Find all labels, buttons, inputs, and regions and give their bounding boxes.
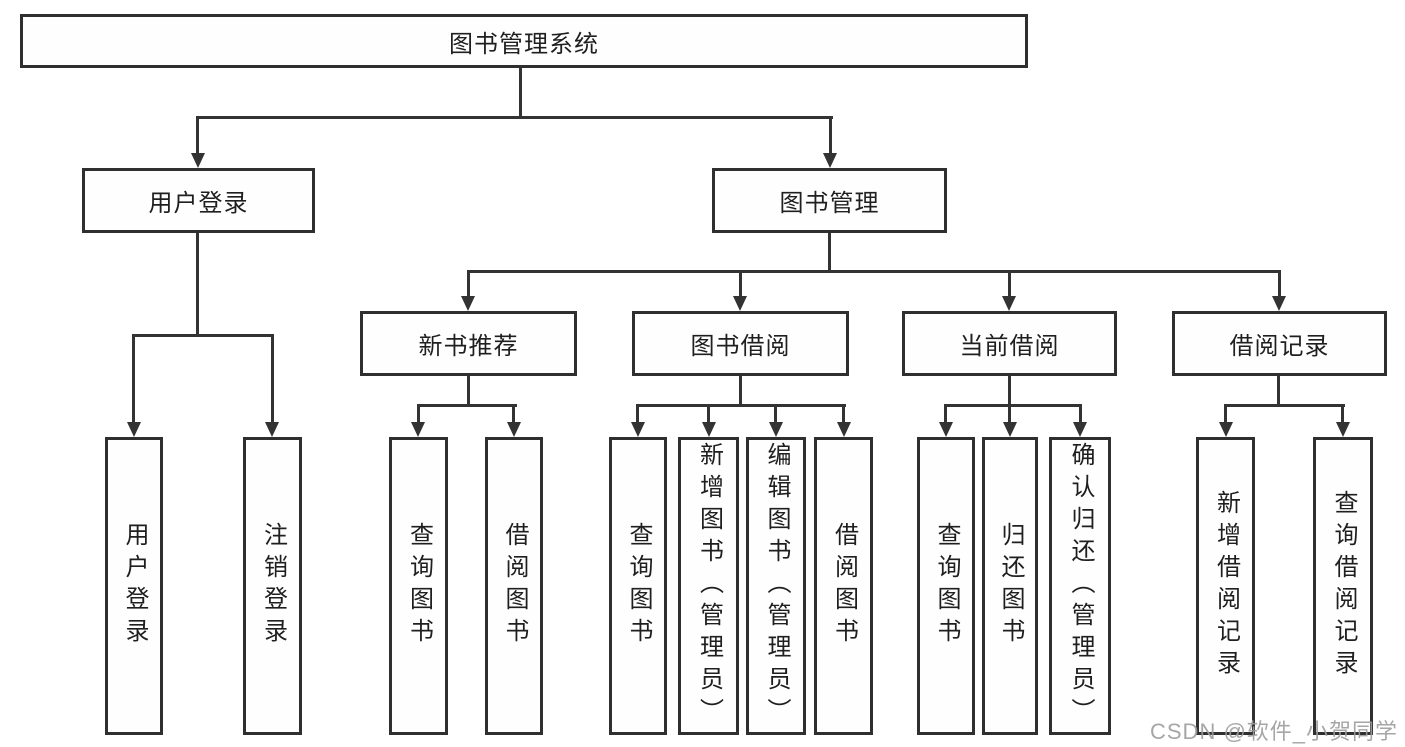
connector-line [1224, 404, 1345, 407]
arrow-down-icon [1336, 422, 1350, 437]
node-new-book-recommend: 新书推荐 [360, 311, 577, 376]
leaf-query-books: 查询图书 [609, 437, 667, 735]
connector-line [774, 404, 777, 425]
leaf-borrow-books: 借阅图书 [485, 437, 543, 735]
connector-line [1224, 404, 1227, 425]
connector-line [519, 68, 522, 119]
connector-line [132, 334, 135, 425]
connector-line [271, 334, 274, 425]
arrow-down-icon [265, 422, 279, 437]
connector-line [944, 404, 947, 425]
node-book-borrowing: 图书借阅 [632, 311, 849, 376]
arrow-down-icon [823, 153, 837, 168]
leaf-add-borrow-record: 新增借阅记录 [1196, 437, 1255, 735]
leaf-query-books: 查询图书 [389, 437, 448, 735]
arrow-down-icon [1002, 296, 1016, 311]
node-current-borrowing: 当前借阅 [902, 311, 1117, 376]
leaf-label: 新增借阅记录 [1212, 490, 1240, 682]
connector-line [636, 404, 639, 425]
leaf-label: 查询图书 [405, 522, 433, 650]
leaf-label: 归还图书 [997, 522, 1024, 650]
leaf-label: 注销登录 [259, 522, 287, 650]
arrow-down-icon [127, 422, 141, 437]
leaf-label: 借阅图书 [830, 522, 858, 650]
connector-line [196, 233, 199, 337]
leaf-label: 查询图书 [933, 522, 960, 650]
connector-line [1079, 404, 1082, 425]
connector-line [196, 116, 833, 119]
node-book-management: 图书管理 [712, 168, 947, 233]
connector-line [1008, 270, 1011, 299]
leaf-query-borrow-record: 查询借阅记录 [1313, 437, 1373, 735]
connector-line [1008, 376, 1011, 407]
connector-line [512, 404, 515, 425]
connector-line [828, 233, 831, 273]
arrow-down-icon [191, 153, 205, 168]
leaf-add-book-admin: 新增图书（管理员） [678, 437, 739, 735]
connector-line [467, 376, 470, 407]
connector-line [467, 270, 1281, 273]
connector-line [739, 376, 742, 407]
node-library-system: 图书管理系统 [20, 14, 1028, 68]
leaf-query-books: 查询图书 [917, 437, 975, 735]
arrow-down-icon [837, 422, 851, 437]
leaf-confirm-return-admin: 确认归还（管理员） [1049, 437, 1111, 735]
connector-line [417, 404, 420, 425]
arrow-down-icon [1073, 422, 1087, 437]
node-user-login: 用户登录 [82, 168, 315, 233]
leaf-label: 借阅图书 [501, 522, 528, 650]
leaf-label: 用户登录 [121, 522, 148, 650]
leaf-label: 编辑图书（管理员） [763, 442, 790, 730]
leaf-label: 确认归还（管理员） [1067, 442, 1094, 730]
leaf-user-login: 用户登录 [105, 437, 163, 735]
arrow-down-icon [1003, 422, 1017, 437]
arrow-down-icon [1272, 296, 1286, 311]
leaf-edit-book-admin: 编辑图书（管理员） [746, 437, 806, 735]
arrow-down-icon [702, 422, 716, 437]
connector-line [196, 116, 199, 156]
arrow-down-icon [631, 422, 645, 437]
arrow-down-icon [939, 422, 953, 437]
connector-line [739, 270, 742, 299]
arrow-down-icon [769, 422, 783, 437]
leaf-label: 查询图书 [625, 522, 652, 650]
arrow-down-icon [461, 296, 475, 311]
connector-line [1008, 404, 1011, 425]
connector-line [829, 116, 832, 156]
leaf-logout: 注销登录 [243, 437, 302, 735]
connector-line [1341, 404, 1344, 425]
connector-line [417, 404, 517, 407]
leaf-label: 新增图书（管理员） [695, 442, 723, 730]
arrow-down-icon [1219, 422, 1233, 437]
connector-line [707, 404, 710, 425]
watermark-text: CSDN @软件_小贺同学 [1150, 719, 1399, 744]
connector-line [467, 270, 470, 299]
leaf-borrow-books: 借阅图书 [814, 437, 873, 735]
leaf-return-books: 归还图书 [982, 437, 1038, 735]
node-borrowing-records: 借阅记录 [1172, 311, 1387, 376]
arrow-down-icon [507, 422, 521, 437]
connector-line [132, 334, 274, 337]
connector-line [1277, 376, 1280, 407]
arrow-down-icon [411, 422, 425, 437]
connector-line [1278, 270, 1281, 299]
connector-line [842, 404, 845, 425]
connector-line [944, 404, 1082, 407]
leaf-label: 查询借阅记录 [1330, 490, 1357, 682]
connector-line [636, 404, 846, 407]
arrow-down-icon [733, 296, 747, 311]
